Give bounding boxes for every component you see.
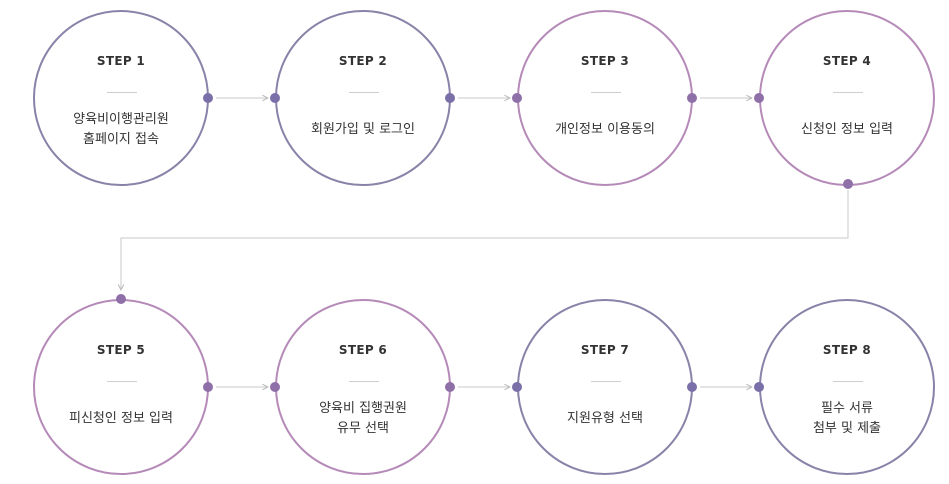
step-6-text: 양육비 집행권원 유무 선택 bbox=[319, 401, 407, 436]
step-5-divider bbox=[107, 381, 137, 382]
step-1-label: STEP 1 bbox=[96, 54, 146, 68]
step-2-circle: STEP 2 회원가입 및 로그인 bbox=[275, 10, 451, 186]
step-8-label: STEP 8 bbox=[822, 343, 872, 357]
step-3-circle: STEP 3 개인정보 이용동의 bbox=[517, 10, 693, 186]
step-4-text: 신청인 정보 입력 bbox=[801, 122, 893, 137]
step-7-circle: STEP 7 지원유형 선택 bbox=[517, 299, 693, 475]
step-8-divider bbox=[833, 381, 863, 382]
step-5-circle: STEP 5 피신청인 정보 입력 bbox=[33, 299, 209, 475]
step-2-text: 회원가입 및 로그인 bbox=[311, 122, 415, 137]
step-4-circle: STEP 4 신청인 정보 입력 bbox=[759, 10, 935, 186]
step-1-circle: STEP 1 양육비이행관리원 홈페이지 접속 bbox=[33, 10, 209, 186]
step-3-text: 개인정보 이용동의 bbox=[555, 122, 655, 137]
step-5-text: 피신청인 정보 입력 bbox=[69, 411, 173, 426]
step-3-divider bbox=[591, 92, 621, 93]
step-6-divider bbox=[349, 381, 379, 382]
step-7-label: STEP 7 bbox=[580, 343, 630, 357]
step-7-text: 지원유형 선택 bbox=[567, 411, 643, 426]
step-6-label: STEP 6 bbox=[338, 343, 388, 357]
step-4-divider bbox=[833, 92, 863, 93]
step-1-divider bbox=[107, 92, 137, 93]
step-8-text: 필수 서류 첨부 및 제출 bbox=[812, 401, 882, 436]
step-3-label: STEP 3 bbox=[580, 54, 630, 68]
step-6-circle: STEP 6 양육비 집행권원 유무 선택 bbox=[275, 299, 451, 475]
step-2-label: STEP 2 bbox=[338, 54, 388, 68]
step-2-divider bbox=[349, 92, 379, 93]
step-5-label: STEP 5 bbox=[96, 343, 146, 357]
step-1-text: 양육비이행관리원 홈페이지 접속 bbox=[73, 112, 169, 147]
step-8-circle: STEP 8 필수 서류 첨부 및 제출 bbox=[759, 299, 935, 475]
connector-4-5 bbox=[121, 190, 849, 290]
step-4-label: STEP 4 bbox=[822, 54, 872, 68]
step-7-divider bbox=[591, 381, 621, 382]
